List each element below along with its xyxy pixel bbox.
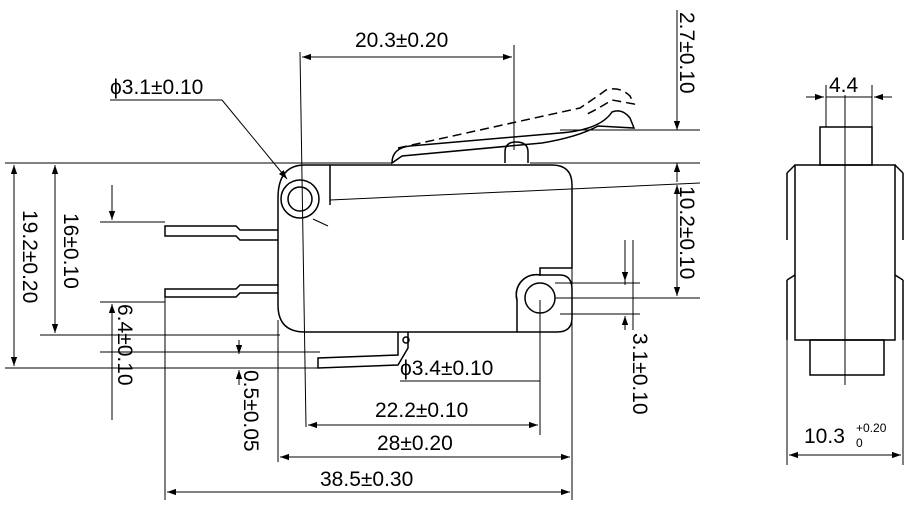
actuator-lever <box>391 110 636 165</box>
actuator-plunger <box>504 141 529 163</box>
dim-4-4-label: 4.4 <box>829 74 859 97</box>
dim-10-3-lower-tol: 0 <box>856 436 863 450</box>
dim-20-3-label: 20.3±0.20 <box>355 29 448 52</box>
side-top-tab <box>819 126 873 166</box>
dim-3-1-label: 3.1±0.10 <box>628 333 651 415</box>
terminal-lower <box>164 284 278 298</box>
dimension-lines <box>5 10 701 500</box>
dim-hole-3-1-label: ϕ3.1±0.10 <box>110 76 203 99</box>
side-bottom-tab <box>809 339 885 376</box>
dim-6-4-label: 6.4±0.10 <box>113 304 136 386</box>
dim-22-2-label: 22.2±0.10 <box>375 399 468 422</box>
dim-28-label: 28±0.20 <box>377 432 453 455</box>
mounting-hole-left-inner <box>287 186 313 212</box>
dim-16-label: 16±0.10 <box>59 213 82 289</box>
front-dimension-labels: 20.3±0.20 ϕ3.1±0.10 2.7±0.10 10.2±0.10 1… <box>18 12 698 491</box>
actuator-lever-free <box>397 88 636 149</box>
terminal-upper <box>164 225 278 241</box>
front-view <box>164 88 636 369</box>
dim-10-3-upper-tol: +0.20 <box>856 421 887 435</box>
terminal-bottom <box>317 332 409 369</box>
dim-38-5-label: 38.5±0.30 <box>320 468 413 491</box>
terminal-bottom-pin <box>402 336 410 344</box>
mounting-boss-right <box>515 273 573 333</box>
dim-hole-3-4-label: ϕ3.4±0.10 <box>400 357 493 380</box>
dim-10-3-label: 10.3 <box>804 425 845 448</box>
dim-19-2-label: 19.2±0.20 <box>18 210 41 303</box>
dim-2-7-label: 2.7±0.10 <box>675 12 698 94</box>
side-dimension-lines <box>786 85 904 465</box>
dim-0-5-label: 0.5±0.05 <box>239 370 262 452</box>
side-dimension-labels: 4.4 10.3 +0.20 0 <box>804 74 887 450</box>
dim-10-2-label: 10.2±0.10 <box>675 186 698 279</box>
mounting-hole-left <box>280 179 320 219</box>
